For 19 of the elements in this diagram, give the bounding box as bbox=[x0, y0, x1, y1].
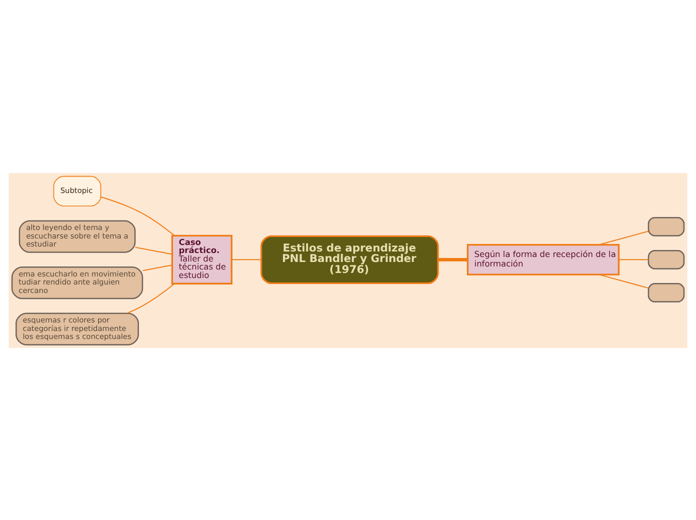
connector bbox=[126, 282, 175, 314]
connector bbox=[598, 274, 649, 288]
connector bbox=[142, 264, 172, 271]
node-box bbox=[648, 282, 685, 302]
connector bbox=[134, 246, 173, 254]
connector bbox=[438, 258, 468, 261]
node-box bbox=[648, 216, 685, 236]
node-box: Caso práctico. Taller de técnicas de estudio bbox=[171, 234, 232, 284]
node-box: Estilos de aprendizaje PNL Bandler y Grinder (1976) bbox=[260, 234, 439, 284]
connector bbox=[618, 258, 649, 260]
node-box bbox=[648, 249, 685, 269]
node-box: Subtopic bbox=[53, 175, 102, 206]
node-box: Según la forma de recepción de la información bbox=[466, 244, 620, 275]
node-box: ema escucharlo en movimiento tudiar rendido ante alguien cercano bbox=[11, 266, 144, 299]
connector bbox=[598, 230, 649, 245]
node-box: alto leyendo el tema y escucharse sobre el tema a estudiar bbox=[18, 220, 136, 252]
node-box: esquemas r colores por categorías ir repetidamente los esquemas s conceptuales bbox=[16, 312, 139, 345]
connector bbox=[100, 196, 175, 236]
connector bbox=[231, 258, 262, 260]
